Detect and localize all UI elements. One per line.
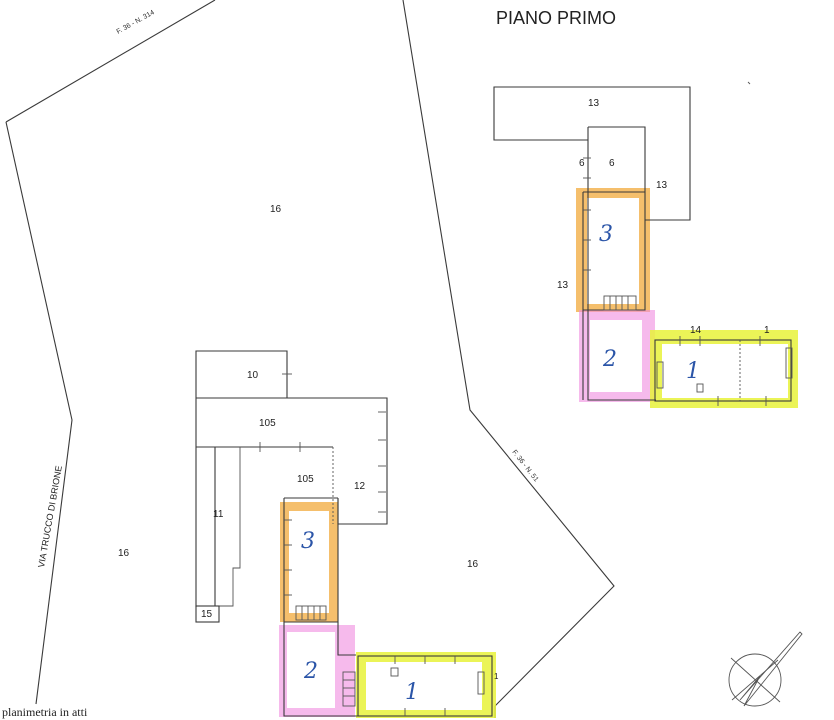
area-label-16-top: 16: [270, 204, 282, 215]
room-label-6-small: 6: [579, 158, 585, 169]
unit-3-interior: [289, 511, 329, 613]
room-label-105-top: 105: [259, 418, 276, 429]
area-label-16-left: 16: [118, 548, 130, 559]
unit-2-interior-first: [590, 320, 642, 392]
footer-note: planimetria in atti: [2, 705, 88, 719]
room-label-1-small-first: 1: [764, 325, 770, 336]
unit-1-number-first: 1: [686, 359, 700, 384]
unit-1-interior: [366, 662, 482, 710]
unit-2-interior: [287, 632, 335, 708]
chimney-mark: [390, 667, 399, 677]
room-label-12: 12: [354, 481, 366, 492]
room-label-11: 11: [213, 509, 224, 520]
window-mark: [477, 671, 485, 695]
ground-floor-plan: 10 105 105 12 11 15 1 3 2 1: [195, 350, 499, 718]
unit-3-number: 3: [301, 529, 315, 554]
room-label-6: 6: [609, 158, 615, 169]
parcel-label-f36-n314: F. 36 - N. 314: [116, 9, 156, 36]
window-mark-right-first: [785, 347, 793, 379]
unit-1-interior-first: [662, 344, 788, 398]
room-label-1-small: 1: [494, 672, 499, 681]
room-label-13-top: 13: [588, 98, 600, 109]
unit-2-number-first: 2: [602, 347, 617, 372]
unit-3-interior-first: [587, 198, 639, 304]
room-label-15: 15: [201, 609, 213, 620]
first-floor-plan: 13 6 6 13 13 14 1 3 2 1: [493, 81, 798, 408]
room-label-13-right: 13: [656, 180, 668, 191]
chimney-mark-first: [696, 383, 704, 393]
unit-1-number: 1: [405, 680, 419, 705]
window-mark-first: [656, 361, 664, 389]
room-label-14: 14: [690, 325, 702, 336]
floor-title: PIANO PRIMO: [496, 8, 616, 28]
room-label-105-mid: 105: [297, 474, 314, 485]
north-arrow-icon: [728, 631, 803, 707]
stairs-icon: [295, 605, 356, 707]
room-label-10: 10: [247, 370, 259, 381]
stairs-icon-first: [603, 295, 637, 311]
parcel-outline: [5, 0, 615, 718]
area-label-16-right: 16: [467, 559, 479, 570]
parcel-label-f36-n51: F. 36 - N. 51: [510, 449, 539, 483]
unit-3-number-first: 3: [599, 222, 613, 247]
unit-2-number: 2: [303, 659, 318, 684]
room-label-13-left: 13: [557, 280, 569, 291]
